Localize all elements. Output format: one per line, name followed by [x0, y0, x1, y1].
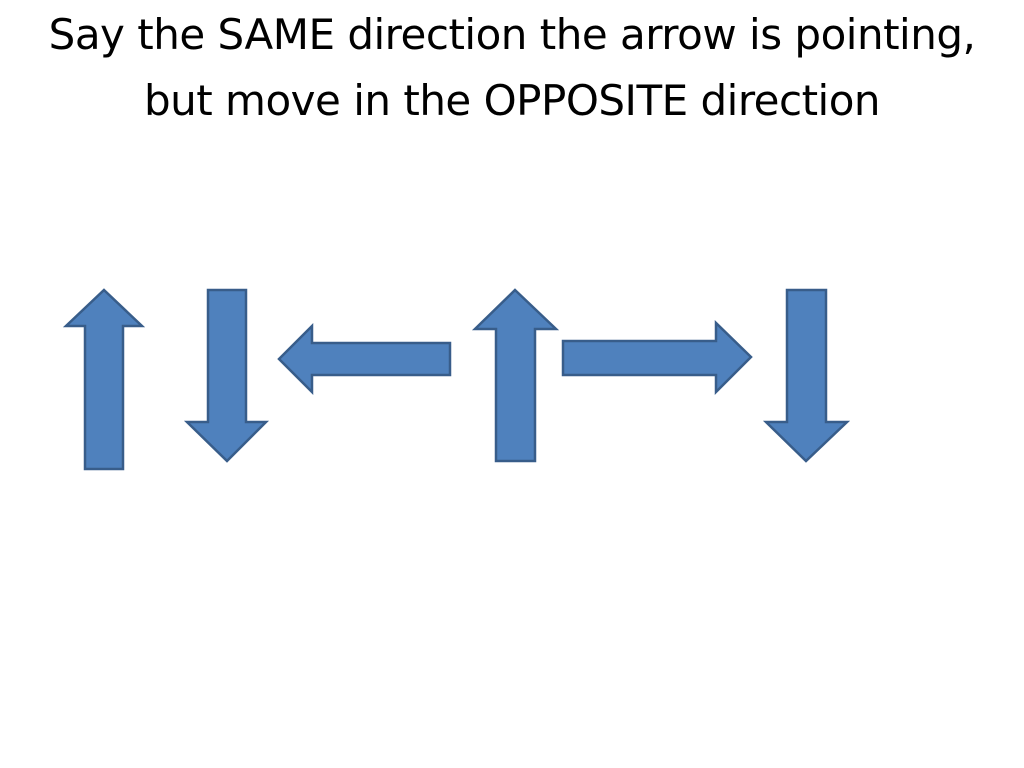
arrow-up-icon — [471, 288, 560, 463]
arrow-down-icon — [183, 288, 270, 463]
slide-title: Say the SAME direction the arrow is poin… — [48, 10, 976, 125]
arrow-down-icon — [762, 288, 851, 463]
arrow-up-icon — [62, 288, 146, 471]
arrow-right-icon — [561, 320, 753, 396]
arrow-left-icon — [277, 322, 452, 396]
